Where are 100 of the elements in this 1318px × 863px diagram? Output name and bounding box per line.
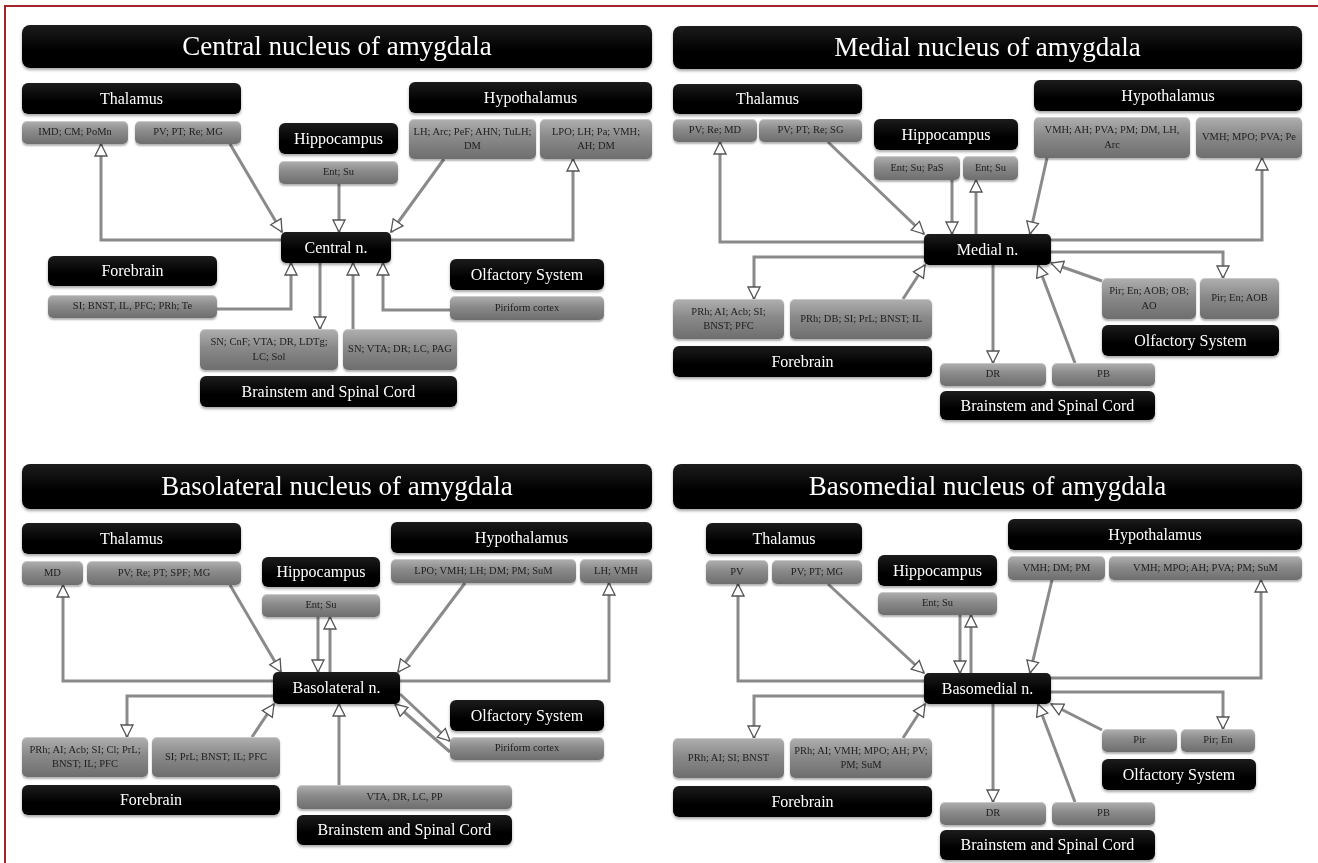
node-text: Olfactory System: [1122, 765, 1236, 784]
node-text: Brainstem and Spinal Cord: [960, 836, 1135, 854]
subregion-box: [200, 329, 338, 370]
subregion-box: [1102, 729, 1177, 752]
region-label: [409, 82, 652, 113]
node-text: VMH; MPO; AH; PVA; PM; SuM: [1133, 560, 1278, 575]
node-text: PV; PT; MG: [790, 564, 844, 579]
arrow: [389, 158, 446, 233]
subregion-box: [22, 737, 148, 777]
region-label: [450, 259, 604, 290]
arrow: [217, 262, 298, 311]
node-text: Basolateral n.: [292, 679, 381, 697]
arrow: [56, 584, 273, 683]
node-text: DR: [985, 806, 1001, 821]
node-text: LPO; LH; Pa; VMH; AH; DM: [550, 124, 642, 153]
subregion-box: [1052, 802, 1155, 825]
arrow: [1050, 702, 1103, 732]
subregion-box: [540, 119, 652, 159]
region-label: [200, 376, 457, 407]
node-text: Medial nucleus of amygdala: [834, 32, 1141, 63]
nucleus-node: [924, 234, 1051, 265]
node-text: Ent; Su: [974, 160, 1007, 175]
node-text: Hypothalamus: [483, 88, 578, 107]
subregion-box: [673, 738, 784, 778]
node-text: Olfactory System: [470, 265, 584, 284]
arrow: [313, 263, 327, 330]
region-label: [1008, 519, 1302, 550]
subregion-box: [772, 560, 862, 584]
node-text: VTA, DR, LC, PP: [366, 789, 443, 804]
arrow: [986, 704, 1000, 803]
arrow: [986, 265, 1000, 364]
node-text: Ent; Su: [305, 598, 337, 613]
arrow: [901, 264, 927, 300]
node-text: PRh; DB; SI; PrL; BNST; IL: [800, 311, 922, 326]
subregion-box: [152, 737, 280, 777]
node-text: Thalamus: [99, 529, 164, 548]
subregion-box: [1200, 278, 1279, 319]
node-text: PRh; AI; Acb; SI; BNST; PFC: [690, 304, 767, 333]
region-label: [262, 557, 380, 587]
arrow: [901, 703, 927, 739]
node-text: Hypothalamus: [1108, 525, 1202, 544]
subregion-box: [409, 119, 536, 159]
subregion-box: [1008, 556, 1105, 580]
title-banner: [673, 464, 1302, 509]
nucleus-node: [273, 672, 400, 704]
node-text: PB: [1097, 806, 1110, 821]
arrow: [747, 255, 924, 300]
region-label: [940, 391, 1155, 420]
arrow: [713, 141, 924, 244]
arrow: [747, 694, 924, 739]
node-text: Hippocampus: [294, 129, 383, 148]
region-label: [874, 119, 1018, 150]
node-text: PRh; AI; SI; BNST: [687, 750, 770, 765]
arrow: [1051, 250, 1230, 279]
subregion-box: [391, 559, 576, 583]
node-text: Basomedial n.: [941, 679, 1034, 698]
arrow: [1050, 260, 1103, 283]
region-label: [706, 523, 862, 554]
subregion-box: [580, 559, 652, 583]
arrow: [1036, 264, 1077, 364]
node-text: Thalamus: [99, 89, 164, 108]
node-text: Pir; En; AOB; OB; AO: [1108, 284, 1190, 313]
node-text: Hippocampus: [276, 563, 366, 581]
arrow: [396, 582, 467, 673]
subregion-box: [1109, 556, 1302, 580]
node-text: SI; PrL; BNST; IL; PFC: [164, 749, 268, 764]
region-label: [1102, 325, 1279, 356]
subregion-box: [450, 296, 604, 320]
region-label: [878, 555, 997, 586]
node-text: Ent; Su; PaS: [890, 160, 944, 175]
arrow: [400, 582, 616, 683]
node-text: PV; PT; Re; MG: [153, 125, 223, 140]
arrow: [323, 616, 337, 672]
arrow: [953, 615, 967, 674]
node-text: LH; Arc; PeF; AHN; TuLH; DM: [413, 124, 532, 153]
region-label: [22, 523, 241, 554]
arrow: [332, 703, 346, 785]
node-text: LH; VMH: [594, 563, 638, 578]
arrow: [969, 179, 983, 234]
region-label: [673, 346, 932, 377]
subregion-box: [706, 560, 768, 584]
subregion-box: [940, 363, 1046, 386]
node-text: Forebrain: [101, 262, 164, 280]
region-label: [673, 84, 862, 114]
subregion-box: [1034, 117, 1190, 158]
subregion-box: [1102, 278, 1196, 319]
arrow: [827, 582, 925, 675]
node-text: PRh; AI; Acb; SI; Cl; PrL; BNST; IL; PFC: [28, 742, 142, 771]
node-text: PV; PT; Re; SG: [777, 123, 844, 138]
node-text: Basolateral nucleus of amygdala: [161, 471, 513, 502]
subregion-box: [878, 592, 997, 615]
node-text: Central n.: [304, 238, 368, 257]
subregion-box: [450, 737, 604, 760]
node-text: VMH; DM; PM: [1022, 560, 1091, 575]
node-text: Medial n.: [956, 240, 1019, 259]
region-label: [940, 830, 1155, 860]
node-text: Brainstem and Spinal Cord: [960, 396, 1135, 415]
arrow: [376, 262, 450, 312]
subregion-box: [963, 156, 1018, 180]
region-label: [22, 83, 241, 114]
